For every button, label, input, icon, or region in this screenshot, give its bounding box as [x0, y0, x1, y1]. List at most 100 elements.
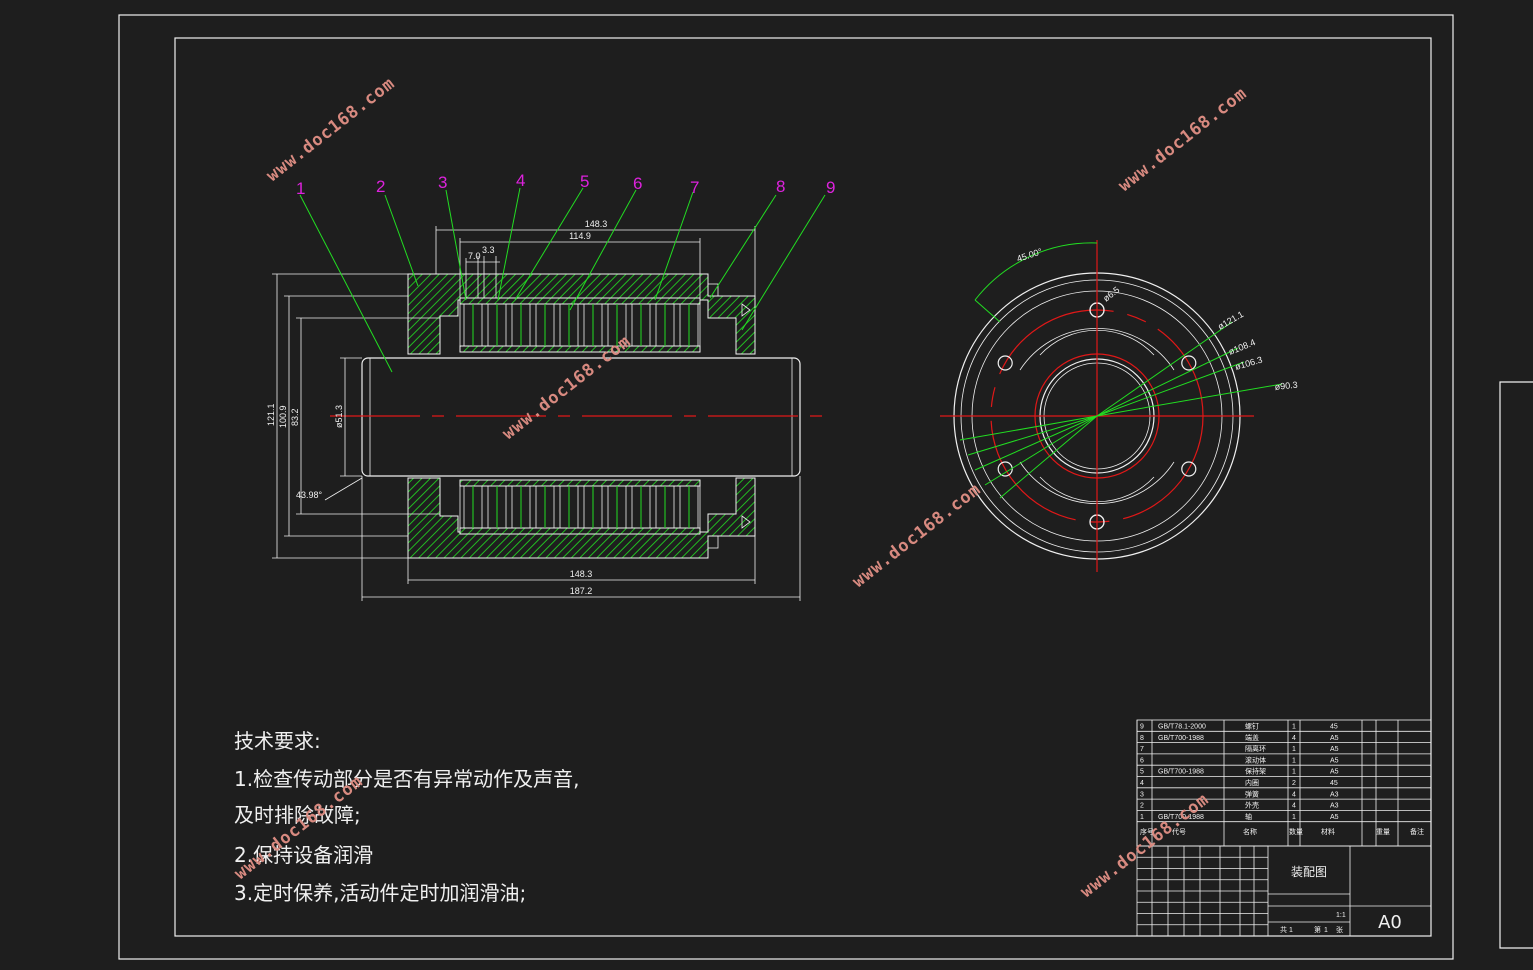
dimension-ray — [967, 415, 1098, 456]
svg-text:备注: 备注 — [1410, 827, 1424, 836]
parts-cell: A5 — [1330, 814, 1339, 821]
parts-cell: GB/T700-1988 — [1158, 814, 1204, 821]
svg-text:第: 第 — [1314, 925, 1321, 934]
sheet-size: A0 — [1378, 912, 1402, 933]
dimension-ray — [974, 415, 1098, 471]
parts-cell: GB/T78.1-2000 — [1158, 724, 1206, 731]
parts-cell: A3 — [1330, 791, 1339, 798]
bolt-hole — [997, 461, 1013, 477]
part-label-8: 8 — [776, 177, 785, 196]
dim-pitch-a: 7.0 — [468, 251, 481, 261]
parts-cell: 内圈 — [1245, 778, 1259, 787]
parts-cell: 4 — [1140, 780, 1144, 787]
watermark-1: www.doc168.com — [263, 73, 399, 186]
side-panel-edge — [1499, 381, 1533, 949]
parts-cell: 弹簧 — [1245, 789, 1259, 798]
parts-cell: 保持架 — [1245, 767, 1266, 776]
parts-cell: 隔离环 — [1245, 744, 1266, 753]
parts-cell: 1 — [1292, 769, 1296, 776]
bolt-hole — [1181, 355, 1197, 371]
parts-cell: 2 — [1140, 803, 1144, 810]
dimension-ray — [1096, 361, 1245, 417]
inner-border — [174, 37, 1432, 937]
tech-requirements: 技术要求: 1.检查传动部分是否有异常动作及声音, 及时排除故障; 2.保持设备… — [234, 729, 579, 905]
part-label-2: 2 — [376, 177, 385, 196]
svg-text:重量: 重量 — [1376, 828, 1390, 836]
parts-cell: 1 — [1292, 746, 1296, 753]
roller-set-top — [459, 297, 701, 353]
parts-cell: 4 — [1292, 735, 1296, 742]
part-label-3: 3 — [438, 173, 447, 192]
dimension-ray — [959, 415, 1098, 441]
svg-text:序号: 序号 — [1140, 827, 1154, 836]
dim-bottom-inner: 148.3 — [570, 569, 593, 579]
parts-cell: 5 — [1140, 769, 1144, 776]
part-label-9: 9 — [826, 178, 835, 197]
parts-cell: 4 — [1292, 791, 1296, 798]
parts-cell: A5 — [1330, 757, 1339, 764]
roller-set-bottom — [459, 479, 701, 535]
title-block: 装配图 A0 1:1 共 1 第 1 张 — [1136, 845, 1432, 937]
parts-cell: 外壳 — [1245, 801, 1259, 810]
part-label-6: 6 — [633, 174, 642, 193]
parts-cell: 1 — [1292, 757, 1296, 764]
dim-angle-side: 43.98° — [296, 490, 323, 500]
dim-bottom-overall: 187.2 — [570, 586, 593, 596]
parts-cell: GB/T700-1988 — [1158, 769, 1204, 776]
parts-cell: 8 — [1140, 735, 1144, 742]
parts-cell: 45 — [1330, 780, 1338, 787]
tech-req-line-1: 1.检查传动部分是否有异常动作及声音, — [234, 767, 579, 791]
part-label-7: 7 — [690, 178, 699, 197]
sheet-index: 1 — [1324, 927, 1328, 934]
dim-dia-121: 121.1 — [266, 403, 276, 426]
dim-dia-51: ø51.3 — [334, 405, 344, 428]
parts-cell: 螺钉 — [1245, 722, 1259, 731]
parts-cell: 45 — [1330, 724, 1338, 731]
parts-cell: 滚动体 — [1245, 755, 1266, 764]
part-label-5: 5 — [580, 172, 589, 191]
dim-circle-d4: ø106.3 — [1234, 355, 1264, 372]
svg-text:共: 共 — [1280, 925, 1287, 934]
part-label-4: 4 — [516, 171, 525, 190]
parts-header: 序号 代号 名称 数量 材料 重量 备注 — [1140, 827, 1424, 836]
dim-angle-top: 45.00° — [1016, 246, 1044, 264]
outer-border — [118, 14, 1454, 960]
dim-circle-d5: ø90.3 — [1274, 380, 1298, 392]
parts-cell: GB/T700-1988 — [1158, 735, 1204, 742]
dim-circle-d3: ø108.4 — [1227, 337, 1257, 357]
dim-pitch-b: 3.3 — [482, 245, 495, 255]
dim-top-inner: 114.9 — [569, 231, 591, 241]
shaft — [361, 357, 801, 477]
tech-req-line-2: 及时排除故障; — [234, 803, 361, 827]
parts-cell: 1 — [1292, 724, 1296, 731]
drawing-name: 装配图 — [1291, 865, 1327, 879]
end-view: 45.00° ø6.5 ø121.1 ø108.4 ø106.3 ø90.3 — [940, 240, 1298, 572]
parts-cell: 6 — [1140, 757, 1144, 764]
dimension-lines — [272, 226, 801, 601]
dim-top-overall: 148.3 — [585, 219, 608, 229]
dimension-ray — [1096, 347, 1239, 417]
svg-text:代号: 代号 — [1172, 827, 1186, 836]
parts-cell: 2 — [1292, 780, 1296, 787]
parts-cell: 9 — [1140, 724, 1144, 731]
dimension-ray — [999, 415, 1098, 499]
part-label-1: 1 — [296, 179, 305, 198]
sheet-total: 1 — [1289, 927, 1293, 934]
scale: 1:1 — [1336, 912, 1346, 919]
leader-lines — [299, 187, 826, 373]
parts-cell: A5 — [1330, 769, 1339, 776]
parts-cell: A5 — [1330, 735, 1339, 742]
bolt-hole — [1181, 461, 1197, 477]
dimension-ray — [1096, 383, 1283, 417]
dimension-ray — [984, 415, 1098, 486]
svg-text:数量: 数量 — [1289, 827, 1303, 836]
section-view: 148.3 114.9 7.0 3.3 148.3 187.2 121.1 10… — [266, 171, 835, 601]
bolt-hole — [997, 355, 1013, 371]
parts-cell: 端盖 — [1245, 733, 1259, 742]
watermark-2: www.doc168.com — [1115, 83, 1251, 196]
tech-req-line-4: 3.定时保养,活动件定时加润滑油; — [234, 881, 526, 905]
parts-cell: 1 — [1292, 814, 1296, 821]
parts-cell: 1 — [1140, 814, 1144, 821]
housing-top — [407, 273, 756, 355]
